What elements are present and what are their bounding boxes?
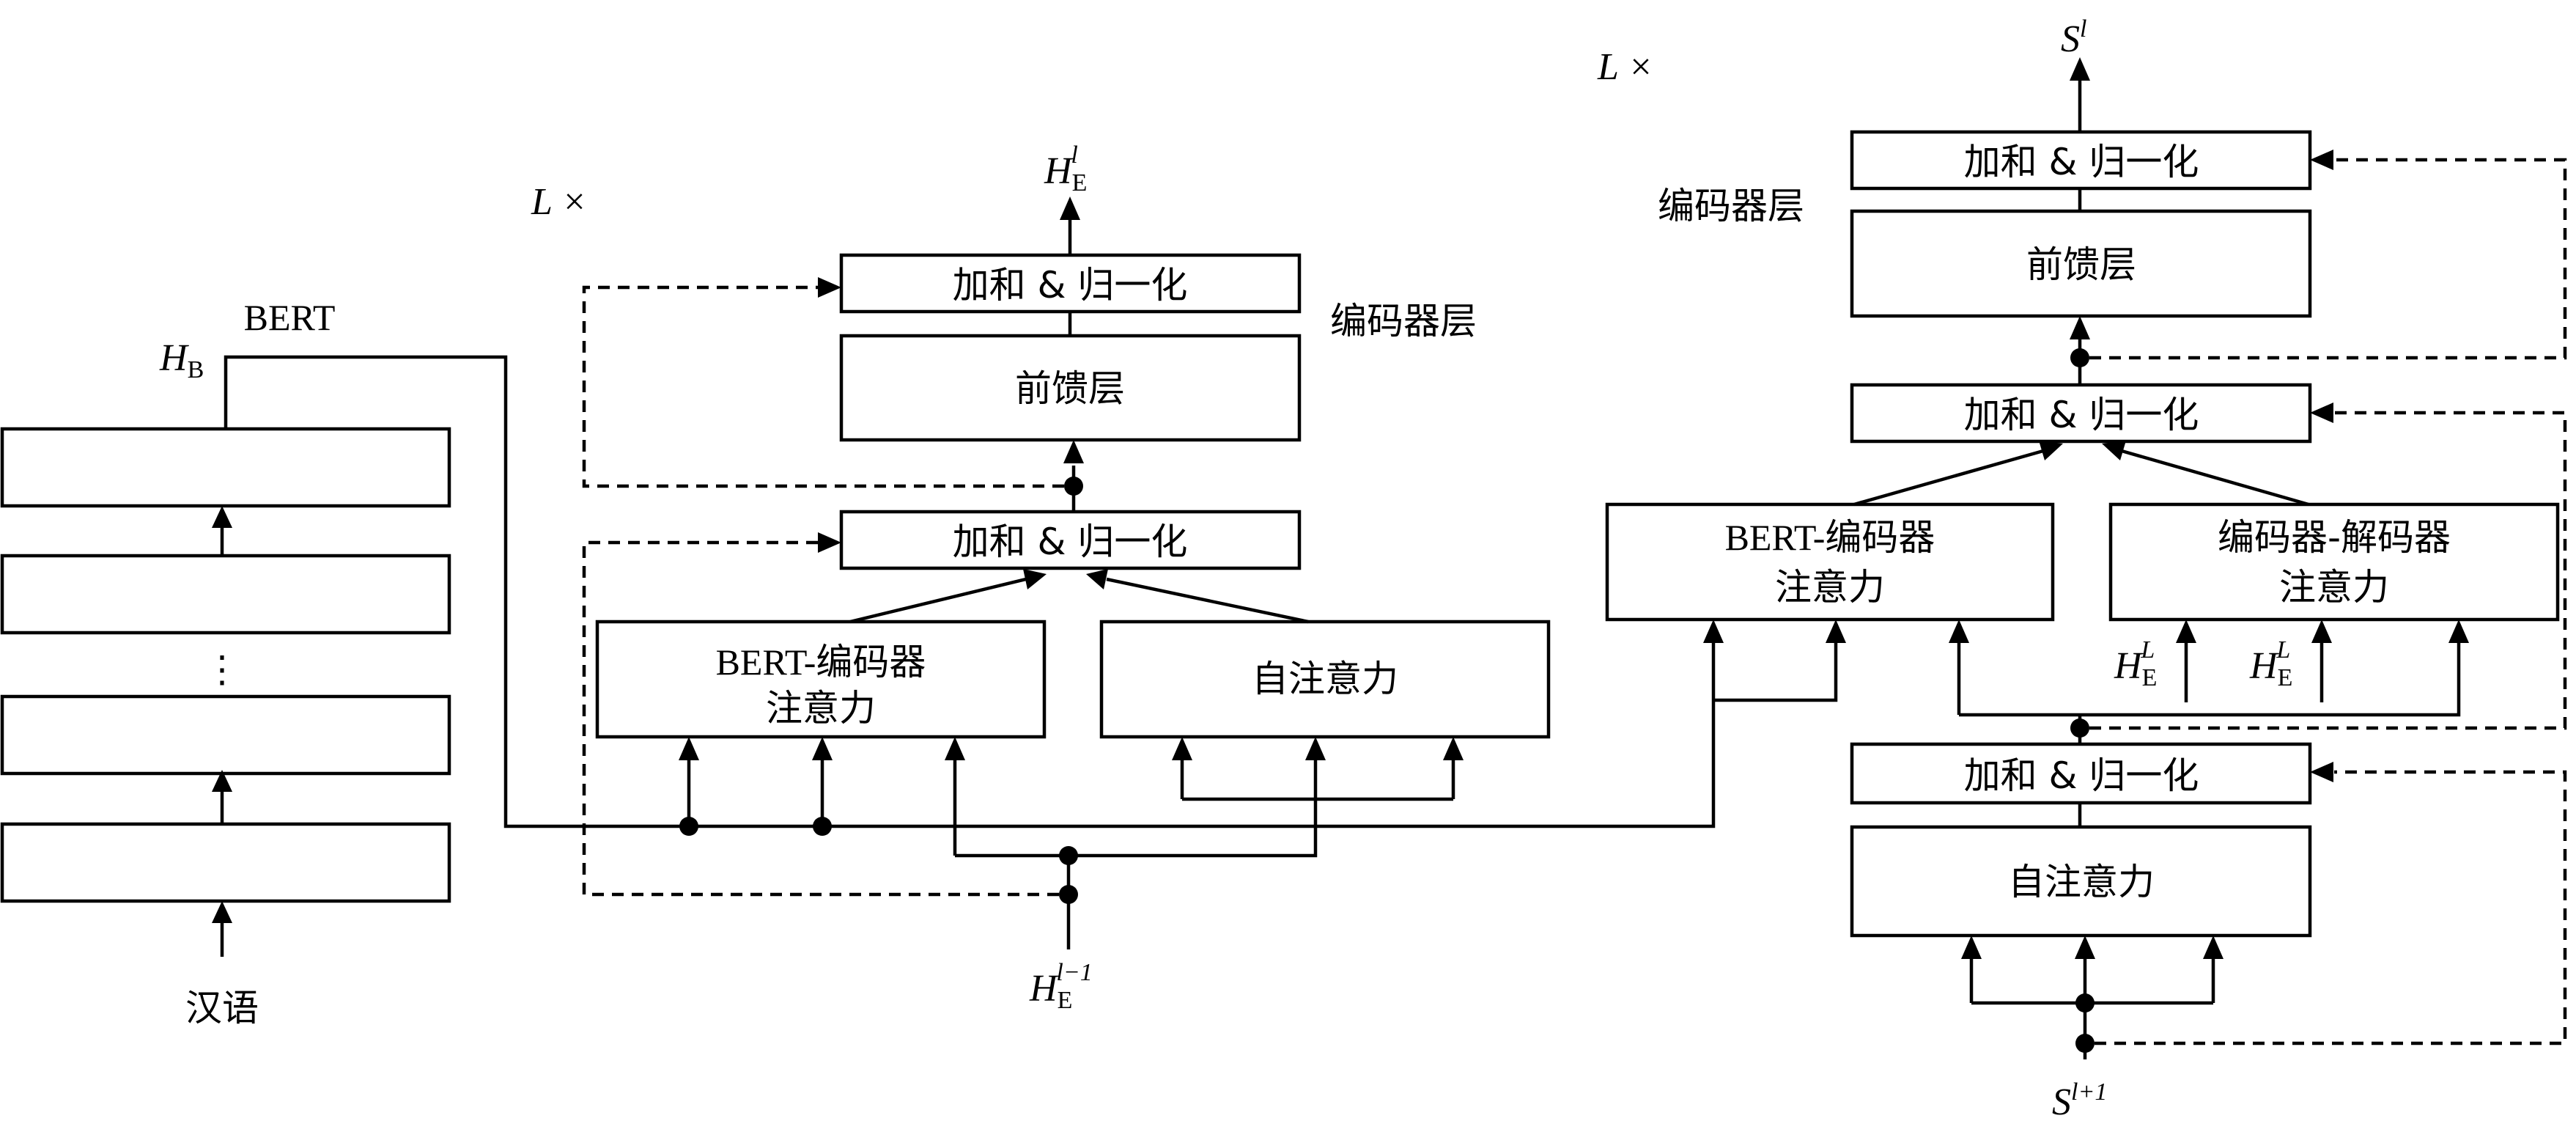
arrow-head	[2176, 620, 2196, 643]
arrow-head	[818, 277, 841, 298]
h-e-L-symbol: HEL	[2249, 636, 2292, 691]
bert-stack: ⋮ 汉语 BERT HB	[0, 297, 451, 1029]
bert-enc-attn-label-2: 注意力	[766, 687, 876, 729]
arrow-head	[2310, 403, 2333, 423]
junction-dot	[2070, 718, 2089, 738]
arrow-head	[1703, 620, 1724, 643]
arrow-head	[2310, 150, 2333, 170]
arrow-head	[1063, 440, 1084, 463]
decoder-add-norm-top	[1850, 130, 2312, 191]
arrow-head	[2070, 57, 2090, 81]
bert-enc-attn-label-1: BERT-编码器	[1725, 517, 1935, 558]
arrow-head	[2039, 441, 2063, 460]
decoder-layer: L × 编码器层 Sl 加和 & 归一化 前馈层 加和 & 归一化 BERT-编…	[1597, 15, 2567, 1123]
arrow-head	[212, 770, 232, 792]
junction-dot	[2075, 1034, 2095, 1053]
arrow-head	[1305, 737, 1326, 760]
arrow-head	[212, 901, 232, 923]
encoder-layer: L × 编码器层 加和 & 归一化 前馈层 HEl 加和 & 归一化 BERT-…	[531, 142, 1551, 1014]
residual-dashed-line	[2095, 770, 2567, 1045]
decoder-self-attention	[1850, 825, 2312, 938]
junction-dot	[2070, 348, 2089, 367]
bert-layer-box	[0, 554, 451, 635]
arrow-head	[2448, 620, 2469, 643]
junction-dot	[1059, 885, 1078, 904]
s-l-symbol: Sl	[2061, 15, 2086, 60]
add-norm-label: 加和 & 归一化	[1964, 394, 2199, 436]
junction-dot	[2075, 993, 2095, 1012]
feed-forward-label: 前馈层	[2026, 243, 2136, 286]
residual-dashed-line	[582, 285, 1064, 488]
chinese-input-label: 汉语	[185, 987, 259, 1029]
bert-enc-attn-label-1: BERT-编码器	[716, 642, 926, 683]
arrow-head	[945, 737, 965, 760]
encoder-add-norm-middle	[839, 510, 1302, 570]
encoder-layer-label: 编码器层	[1330, 300, 1477, 342]
add-norm-label: 加和 & 归一化	[953, 264, 1188, 306]
h-e-l-minus-1-symbol: HEl−1	[1029, 959, 1093, 1014]
decoder-feed-forward	[1850, 209, 2312, 318]
residual-dashed-line	[582, 540, 1059, 897]
junction-dot	[679, 817, 698, 836]
decoder-encoder-layer-label: 编码器层	[1658, 185, 1804, 227]
arrow-head	[1086, 569, 1108, 589]
bert-output-line	[224, 355, 1716, 828]
arrow-head	[2075, 936, 2095, 959]
bert-label: BERT	[244, 297, 336, 338]
arrow-head	[1060, 196, 1080, 220]
h-b-symbol: HB	[159, 337, 204, 383]
arrow-head	[2310, 762, 2333, 782]
arrow-head	[2070, 316, 2090, 339]
encoder-repeat-label: L ×	[531, 181, 587, 223]
arrow-head	[1961, 936, 1982, 959]
feed-forward-label: 前馈层	[1015, 367, 1125, 410]
encoder-add-norm-top	[839, 253, 1302, 314]
self-attention-label: 自注意力	[2008, 861, 2155, 903]
add-norm-label: 加和 & 归一化	[953, 521, 1188, 563]
residual-dashed-line	[2089, 158, 2567, 360]
junction-dot	[813, 817, 832, 836]
encoder-feed-forward	[839, 334, 1302, 442]
bert-enc-attn-label-2: 注意力	[1775, 566, 1885, 609]
decoder-enc-dec-attention	[2108, 502, 2560, 622]
decoder-add-norm-middle	[1850, 383, 2312, 444]
enc-dec-attn-label-1: 编码器-解码器	[2218, 516, 2451, 559]
decoder-repeat-label: L ×	[1597, 46, 1653, 88]
self-attention-label: 自注意力	[1252, 658, 1398, 700]
h-e-L-symbol: HEL	[2114, 636, 2157, 691]
encoder-self-attention	[1099, 620, 1551, 739]
decoder-add-norm-bottom	[1850, 742, 2312, 805]
encoder-bert-attention	[595, 620, 1047, 739]
arrow-head	[212, 506, 232, 528]
arrow-head	[2311, 620, 2332, 643]
h-e-l-symbol: HEl	[1044, 142, 1087, 196]
vertical-ellipsis: ⋮	[204, 649, 240, 690]
arrow-head	[2102, 441, 2126, 460]
arrow-head	[812, 737, 833, 760]
enc-dec-attn-label-2: 注意力	[2279, 566, 2389, 609]
arrow-head	[2203, 936, 2223, 959]
residual-dashed-line	[2089, 411, 2567, 730]
arrow-head	[1023, 569, 1047, 589]
decoder-bert-attention	[1605, 502, 2055, 622]
arrow-head	[1443, 737, 1464, 760]
add-norm-label: 加和 & 归一化	[1964, 141, 2199, 183]
arrow-head	[1826, 620, 1846, 643]
s-l-plus-1-symbol: Sl+1	[2052, 1078, 2107, 1123]
arrow-head	[818, 532, 841, 553]
arrow-head	[679, 737, 699, 760]
bert-layer-box	[0, 694, 451, 776]
arrow-head	[1172, 737, 1192, 760]
add-norm-label: 加和 & 归一化	[1964, 754, 2199, 797]
bert-layer-box	[0, 822, 451, 903]
arrow-head	[1949, 620, 1969, 643]
junction-dot	[1064, 477, 1083, 496]
bert-layer-box	[0, 427, 451, 508]
